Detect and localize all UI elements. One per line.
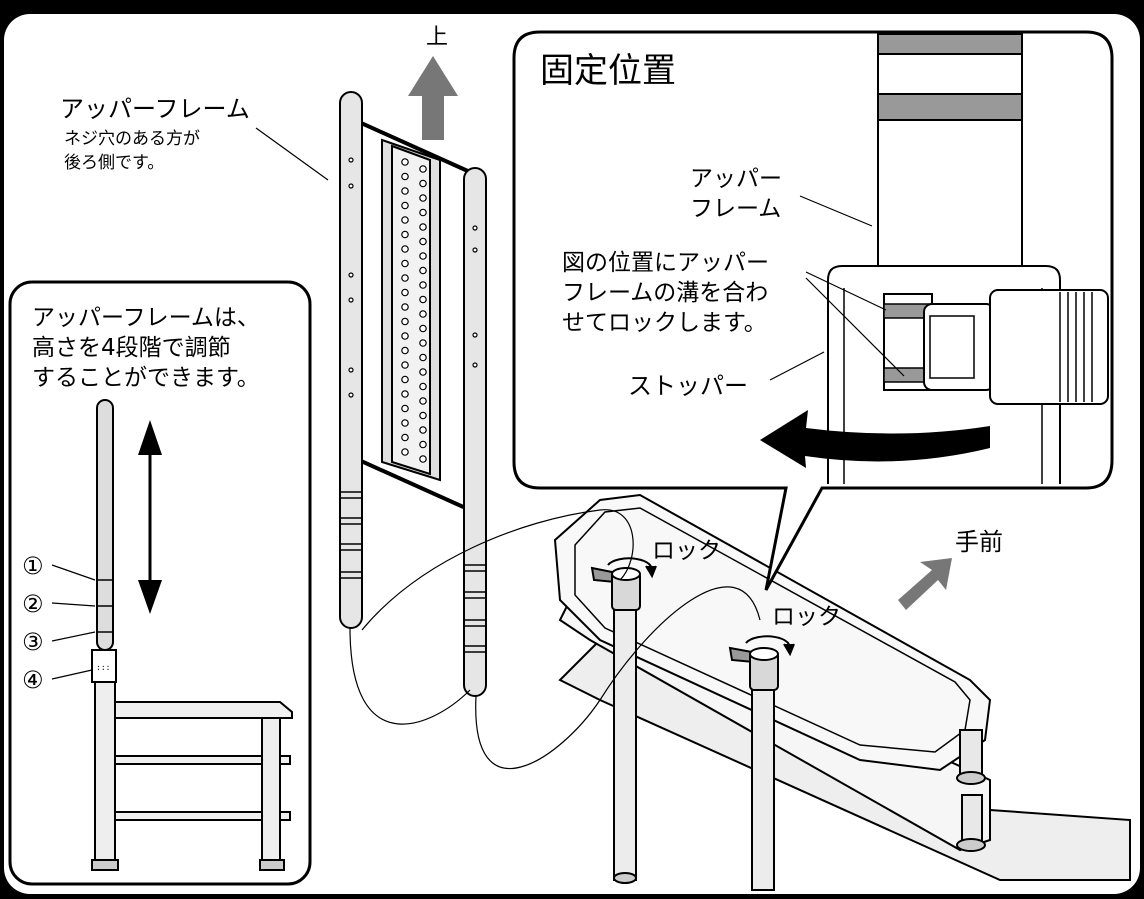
height-adjust-panel: :::	[8, 280, 312, 886]
front-arrow-icon	[898, 558, 952, 610]
step-4-label: ④	[22, 666, 44, 694]
upper-frame-note-line1: ネジ穴のある方が	[64, 129, 200, 149]
inset-instruction-line1: 図の位置にアッパー	[562, 250, 769, 276]
height-note-line2: 高さを4段階で調節	[32, 335, 231, 361]
step-1-label: ①	[22, 552, 44, 580]
lock-label-1: ロック	[652, 538, 721, 564]
fixed-position-title: 固定位置	[540, 51, 676, 91]
up-label: 上	[426, 25, 448, 50]
step-3-label: ③	[22, 628, 44, 656]
inset-upper-frame-line2: フレーム	[690, 196, 781, 222]
inset-instruction-line2: フレームの溝を合わ	[562, 280, 768, 306]
lock-rotation-arrows	[607, 557, 795, 657]
lock-label-2: ロック	[772, 604, 841, 630]
svg-text::::: :::	[96, 663, 110, 672]
upper-frame-illustration	[339, 91, 761, 770]
perforation-holes	[401, 158, 427, 463]
tv-stand-illustration	[553, 493, 1131, 891]
height-note-line1: アッパーフレームは、	[32, 305, 260, 331]
fixed-position-panel	[512, 30, 1114, 591]
stopper-label: ストッパー	[628, 372, 748, 400]
step-2-label: ②	[22, 590, 44, 618]
up-arrow-icon	[408, 56, 458, 140]
inset-instruction-line3: せてロックします。	[562, 310, 767, 336]
upper-frame-leader-line	[255, 127, 329, 181]
height-note-line3: することができます。	[32, 365, 260, 391]
upper-frame-title: アッパーフレーム	[60, 95, 250, 123]
upper-frame-note-line2: 後ろ側です。	[64, 153, 164, 173]
inset-upper-frame-line1: アッパー	[690, 166, 782, 192]
front-label: 手前	[955, 528, 1003, 556]
